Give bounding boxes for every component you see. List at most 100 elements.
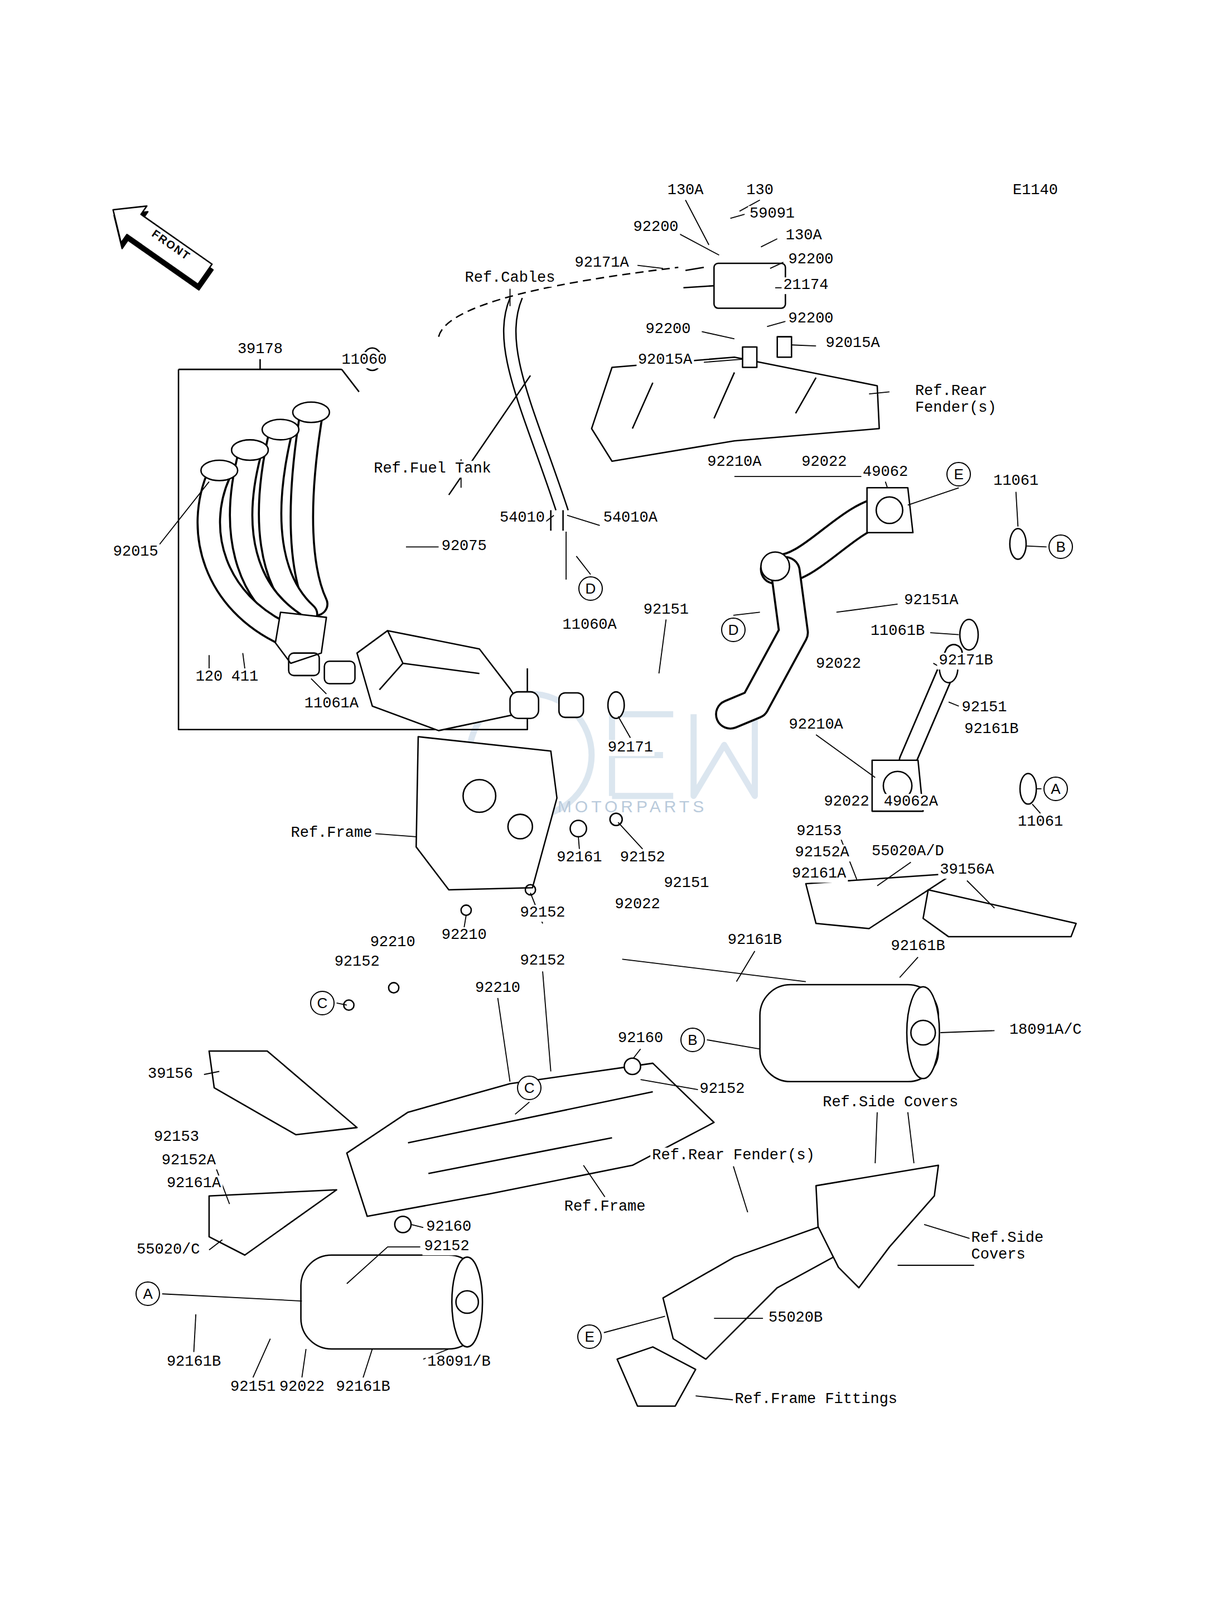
callout-label: 18091/B xyxy=(425,1353,492,1371)
leader-line xyxy=(542,970,551,1071)
callout-label: 92171B xyxy=(936,652,995,670)
reference-letter: B xyxy=(687,1032,698,1047)
leader-line xyxy=(760,238,777,248)
leader-line xyxy=(791,344,816,346)
callout-label: 92161B xyxy=(962,721,1021,738)
callout-label: 92171A xyxy=(573,254,631,272)
callout-label: 39156 xyxy=(146,1065,195,1083)
leader-line xyxy=(578,836,580,849)
callout-label: 11061A xyxy=(302,695,361,713)
callout-label: 92022 xyxy=(799,453,849,471)
leader-line xyxy=(899,956,918,978)
callout-label: 92015 xyxy=(111,543,161,561)
callout-label: 92153 xyxy=(794,823,844,840)
leader-line xyxy=(948,701,959,706)
callout-label: 92210 xyxy=(368,934,418,951)
callout-label: 92151 xyxy=(661,875,711,892)
reference-letter: D xyxy=(585,581,597,596)
callout-label: 92152 xyxy=(332,953,382,971)
callout-label: 92210A xyxy=(787,717,845,734)
reference-circle: A xyxy=(135,1280,161,1306)
reference-letter: E xyxy=(585,1328,595,1344)
leader-line xyxy=(617,822,643,849)
callout-label: 130A xyxy=(784,227,824,245)
reference-letter: B xyxy=(1056,539,1066,554)
callout-label: 120 xyxy=(194,669,225,686)
leader-line xyxy=(194,1313,197,1352)
reference-letter: D xyxy=(728,622,739,637)
leader-line xyxy=(930,632,959,635)
callout-label: 92210 xyxy=(473,979,522,997)
reference-circle: C xyxy=(516,1075,542,1100)
callout-label: 130 xyxy=(744,182,776,200)
leader-line xyxy=(346,1246,421,1284)
leader-line xyxy=(576,556,591,575)
leader-line xyxy=(565,531,567,580)
leader-line xyxy=(736,950,756,982)
leader-line xyxy=(375,833,417,836)
leader-line xyxy=(204,1071,220,1075)
leader-line xyxy=(707,1039,761,1049)
leader-line xyxy=(703,359,743,362)
leader-line xyxy=(907,487,959,505)
leader-line xyxy=(242,653,245,669)
callout-label: 92152 xyxy=(697,1081,747,1099)
callout-label: 92151A xyxy=(902,592,960,609)
callout-label: Ref.Side Covers xyxy=(969,1229,1071,1263)
leader-line xyxy=(158,481,210,545)
leader-line xyxy=(311,678,327,694)
callout-label: 92161B xyxy=(726,932,784,950)
callout-label: 92200 xyxy=(631,219,681,236)
reference-letter: C xyxy=(317,995,328,1010)
leader-line xyxy=(1026,545,1047,548)
callout-label: 55020B xyxy=(766,1309,825,1327)
reference-circle: A xyxy=(1043,776,1068,801)
callout-label: Ref.Frame Fittings xyxy=(732,1391,899,1409)
callout-label: 54010 xyxy=(498,509,547,527)
reference-circle: C xyxy=(310,990,335,1015)
leader-line xyxy=(659,619,667,674)
leader-line xyxy=(967,880,995,908)
callout-label: Ref.Fuel Tank xyxy=(371,461,493,478)
callout-label: 11060A xyxy=(561,616,619,634)
callout-label: 92160 xyxy=(424,1218,473,1236)
leader-line xyxy=(515,1101,530,1114)
leader-line xyxy=(701,331,735,339)
leader-line xyxy=(253,1338,271,1378)
callout-label: 11061B xyxy=(868,622,927,640)
reference-circle: D xyxy=(721,617,746,642)
leader-line xyxy=(583,1165,605,1197)
reference-circle: D xyxy=(578,576,603,601)
leader-line xyxy=(695,1395,735,1400)
leader-line xyxy=(940,1030,995,1033)
callout-label: 92210A xyxy=(705,453,763,471)
callout-label: 92075 xyxy=(440,538,489,556)
callout-label: 39178 xyxy=(235,341,285,359)
leader-line xyxy=(208,654,210,669)
leader-line xyxy=(815,734,876,778)
callout-label: Ref.Rear Fender(s) xyxy=(650,1147,817,1164)
callout-label: 49062A xyxy=(882,793,940,811)
callout-label: 49062 xyxy=(861,463,910,481)
leader-line xyxy=(637,265,664,269)
reference-letter: C xyxy=(524,1080,535,1095)
leader-line xyxy=(363,1348,372,1377)
leader-line xyxy=(907,1112,915,1163)
callout-label: 92022 xyxy=(613,896,662,914)
callout-label: 92200 xyxy=(786,252,836,269)
callout-label: 92022 xyxy=(814,655,863,673)
callout-label: 92160 xyxy=(616,1030,665,1047)
leader-line xyxy=(766,321,786,327)
callout-label: Ref.Cables xyxy=(462,269,557,287)
callout-label: 92015A xyxy=(823,335,882,353)
callout-label: 92161B xyxy=(165,1353,223,1371)
leader-line xyxy=(770,262,784,269)
leader-line xyxy=(836,603,898,613)
leader-line xyxy=(924,1224,975,1240)
callout-label: 92171 xyxy=(606,739,655,757)
callout-label: 55020A/D xyxy=(869,843,946,860)
reference-letter: A xyxy=(143,1286,153,1301)
callout-label: 92152 xyxy=(518,904,568,922)
callout-label: 92152 xyxy=(518,952,568,970)
leader-line xyxy=(603,1315,666,1332)
